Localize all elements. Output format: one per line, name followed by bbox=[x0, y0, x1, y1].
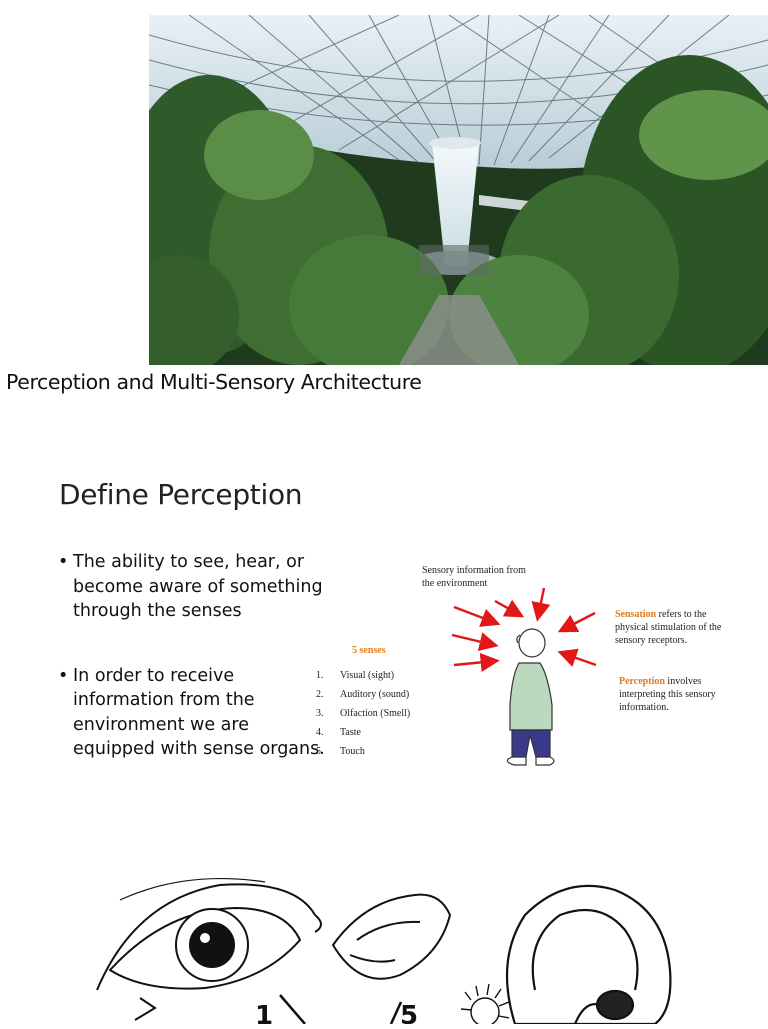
diagram-top-label: Sensory information from the environment bbox=[422, 565, 526, 589]
senses-list: 1. Visual (sight) 2. Auditory (sound) 3. Ol… bbox=[316, 670, 410, 765]
sense-number: 3. bbox=[316, 708, 324, 719]
sensation-term: Sensation bbox=[615, 609, 657, 620]
ear-icon bbox=[505, 884, 672, 1026]
sense-number: 1. bbox=[316, 670, 324, 681]
sense-number: 5. bbox=[316, 746, 324, 757]
bullet-list: •The ability to see, hear, or become awa… bbox=[58, 550, 328, 762]
perception-diagram: Sensory information from the environment… bbox=[300, 555, 768, 790]
perception-description: Perception involves interpreting this se… bbox=[619, 675, 729, 714]
sense-number: 2. bbox=[316, 689, 324, 700]
stimulus-figure bbox=[451, 587, 597, 766]
sense-text: Auditory (sound) bbox=[340, 689, 410, 700]
person-icon bbox=[506, 628, 555, 766]
arrow-icons bbox=[451, 587, 597, 672]
bullet-item: •The ability to see, hear, or become awa… bbox=[58, 550, 328, 624]
bullet-icon: • bbox=[58, 552, 69, 572]
perception-term: Perception bbox=[619, 676, 665, 687]
slide-heading: Define Perception bbox=[59, 478, 303, 511]
rain-vortex-photo bbox=[149, 15, 768, 365]
bullet-text: The ability to see, hear, or become awar… bbox=[73, 552, 323, 621]
bullet-item: •In order to receive information from th… bbox=[58, 664, 328, 762]
nose-icon bbox=[331, 893, 452, 980]
sense-text: Visual (sight) bbox=[340, 670, 395, 681]
senses-title: 5 senses bbox=[352, 645, 386, 656]
sense-text: Taste bbox=[340, 727, 361, 738]
organ-label: 5 bbox=[400, 1001, 418, 1024]
sense-item: 1. Visual (sight) bbox=[316, 670, 410, 689]
organ-label: 1 bbox=[255, 1001, 273, 1024]
bullet-icon: • bbox=[58, 665, 69, 686]
sense-item: 5. Touch bbox=[316, 746, 410, 765]
bullet-text: In order to receive information from the… bbox=[73, 665, 325, 760]
sense-item: 4. Taste bbox=[316, 727, 410, 746]
sensation-text: refers to the physical stimulation of th… bbox=[615, 609, 722, 646]
eye-icon bbox=[96, 877, 322, 1021]
sensation-description: Sensation refers to the physical stimula… bbox=[615, 608, 733, 647]
sense-text: Olfaction (Smell) bbox=[340, 708, 411, 719]
sense-item: 2. Auditory (sound) bbox=[316, 689, 410, 708]
sense-number: 4. bbox=[316, 727, 324, 738]
sense-organs-illustration: 1 5 bbox=[95, 870, 768, 1029]
perception-text: involves interpreting this sensory infor… bbox=[619, 676, 716, 713]
slide-title: Perception and Multi-Sensory Architectur… bbox=[6, 370, 422, 394]
touch-icon bbox=[460, 983, 510, 1027]
sense-text: Touch bbox=[340, 746, 365, 757]
sense-item: 3. Olfaction (Smell) bbox=[316, 708, 410, 727]
